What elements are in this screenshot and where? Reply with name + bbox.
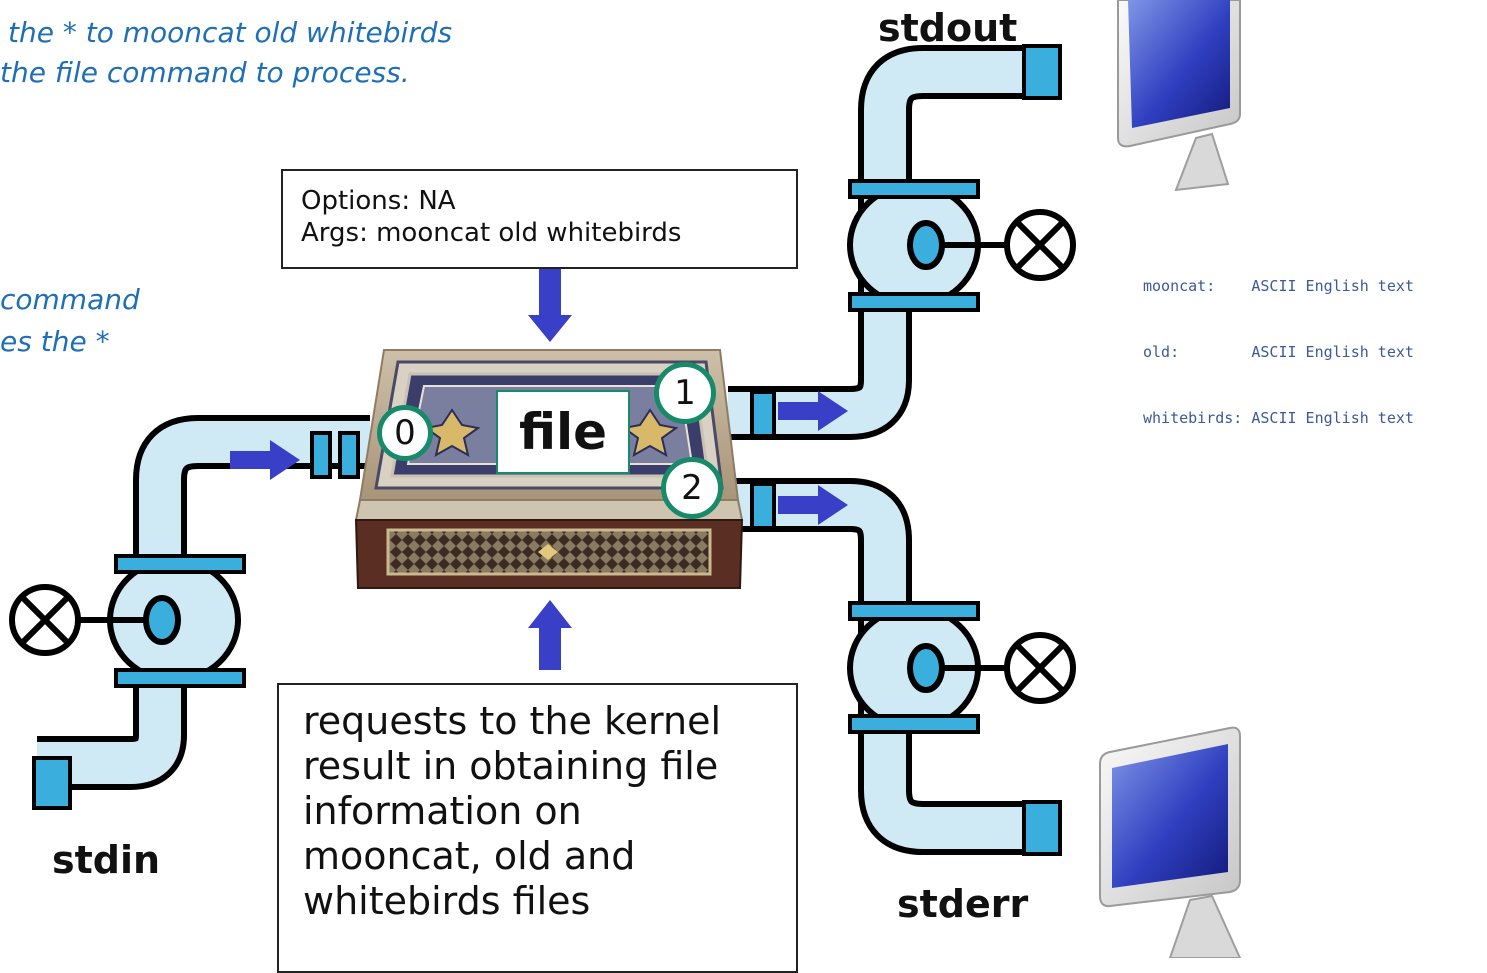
stdout-pipe [728, 44, 1076, 440]
stdin-pipe [9, 415, 370, 810]
stderr-valve-wheel-icon [1004, 632, 1076, 704]
stdin-valve-wheel-icon [9, 584, 81, 656]
options-text: Options: NA [301, 186, 456, 216]
stderr-pipe [728, 478, 1076, 856]
kernel-note-line: mooncat, old and [303, 834, 636, 878]
caption-line-2: the file command to process. [0, 56, 410, 89]
args-text: Args: mooncat old whitebirds [301, 218, 682, 248]
fd-0-badge: 0 [377, 405, 433, 461]
stdout-monitor-icon [1117, 0, 1241, 192]
process-name-label: file [496, 390, 630, 474]
stdout-label: stdout [878, 6, 1018, 50]
stdin-flow-arrow-icon [230, 440, 300, 480]
stderr-label: stderr [897, 882, 1029, 926]
caption-line-1: the * to mooncat old whitebirds [8, 16, 453, 49]
options-down-arrow-icon [528, 266, 572, 342]
terminal-output-line: whitebirds: ASCII English text [1143, 409, 1414, 427]
flow-arrows [230, 266, 848, 670]
options-args-box: Options: NA Args: mooncat old whitebirds [281, 169, 798, 269]
stdout-valve-wheel-icon [1004, 209, 1076, 281]
stdout-flow-arrow-icon [778, 391, 848, 431]
kernel-note-line: result in obtaining file [303, 744, 719, 788]
stdin-label: stdin [52, 838, 161, 882]
fd-2-badge: 2 [661, 457, 723, 519]
terminal-output-line: old: ASCII English text [1143, 343, 1414, 361]
kernel-note-line: whitebirds files [303, 879, 591, 923]
terminal-output: mooncat: ASCII English text old: ASCII E… [1143, 231, 1414, 451]
kernel-up-arrow-icon [528, 600, 572, 670]
fd-1-badge: 1 [654, 362, 716, 424]
kernel-note-line: information on [303, 789, 582, 833]
stderr-monitor-icon [1099, 726, 1242, 958]
caption-line-4: es the * [0, 325, 110, 358]
kernel-note-box: requests to the kernel result in obtaini… [277, 683, 798, 973]
kernel-note-line: requests to the kernel [303, 699, 721, 743]
terminal-output-line: mooncat: ASCII English text [1143, 277, 1414, 295]
caption-line-3: command [0, 283, 140, 316]
stderr-flow-arrow-icon [778, 485, 848, 525]
